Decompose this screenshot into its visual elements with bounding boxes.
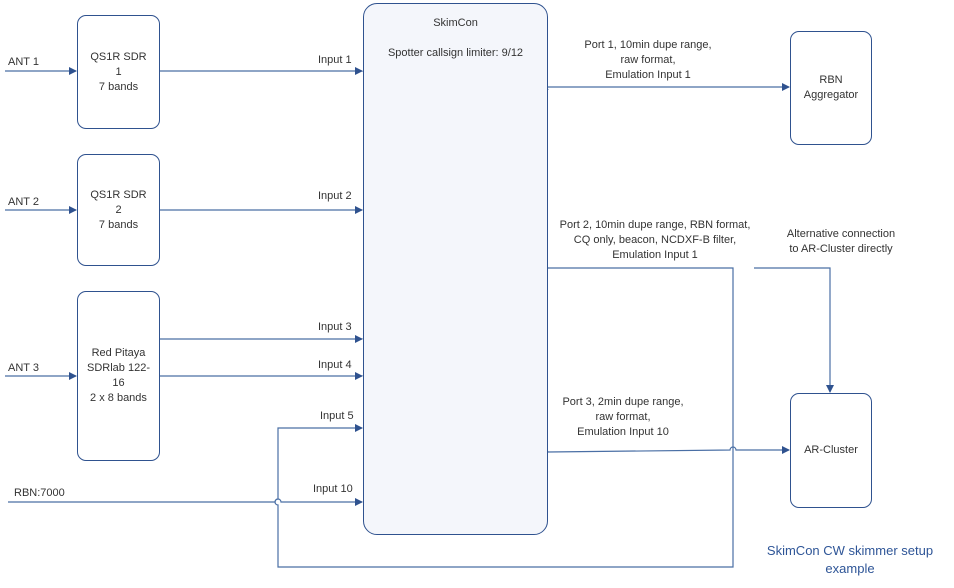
ant2-label: ANT 2 — [8, 196, 39, 208]
sdr2-line2: 2 — [115, 203, 122, 216]
port1-line3: Emulation Input 1 — [605, 69, 691, 81]
sdr1-line2: 1 — [115, 65, 122, 78]
ar-line1: AR-Cluster — [804, 444, 858, 456]
port2-line3: Emulation Input 1 — [612, 249, 698, 261]
skimcon-title: SkimCon — [433, 17, 478, 29]
sdr2-line1: QS1R SDR — [90, 188, 147, 201]
input5-label: Input 5 — [320, 410, 354, 422]
input4-label: Input 4 — [318, 359, 352, 371]
port1-label: Port 1, 10min dupe range, raw format, Em… — [548, 38, 748, 83]
alternative-line2: to AR-Cluster directly — [789, 243, 893, 255]
port2-line2: CQ only, beacon, NCDXF-B filter, — [573, 234, 737, 246]
ar-cluster-box: AR-Cluster — [790, 393, 872, 508]
port2-loop-to-input5 — [274, 267, 734, 568]
port3-line1: Port 3, 2min dupe range, — [562, 396, 684, 408]
sdr-box-2: QS1R SDR 2 7 bands — [77, 154, 160, 266]
sdr1-line3: 7 bands — [98, 80, 139, 93]
port3-to-ar — [547, 446, 790, 454]
ant3-label: ANT 3 — [8, 362, 39, 374]
alternative-line1: Alternative connection — [786, 228, 896, 240]
port3-line2: raw format, — [595, 411, 651, 423]
input10-label: Input 10 — [313, 483, 353, 495]
skimcon-limiter: Spotter callsign limiter: 9/12 — [387, 47, 524, 59]
port3-label: Port 3, 2min dupe range, raw format, Emu… — [538, 395, 708, 440]
caption-line2: example — [825, 561, 875, 576]
input1-label: Input 1 — [318, 54, 352, 66]
sdr3-line3: 16 — [112, 377, 125, 389]
sdr3-line2: SDRlab 122- — [87, 362, 150, 374]
ant1-label: ANT 1 — [8, 56, 39, 68]
rbn-line1: RBN — [819, 74, 843, 86]
skimcon-box — [363, 3, 548, 535]
port2-label: Port 2, 10min dupe range, RBN format, CQ… — [550, 218, 760, 263]
sdr-box-1: QS1R SDR 1 7 bands — [77, 15, 160, 129]
sdr2-line3: 7 bands — [98, 218, 139, 231]
sdr-box-3: Red Pitaya SDRlab 122- 16 2 x 8 bands — [77, 291, 160, 461]
sdr1-line1: QS1R SDR — [90, 50, 147, 63]
input3-label: Input 3 — [318, 321, 352, 333]
rbn-input-label: RBN:7000 — [14, 487, 65, 499]
rbn-aggregator-box: RBN Aggregator — [790, 31, 872, 145]
caption-line1: SkimCon CW skimmer setup — [766, 543, 934, 558]
alternative-connection — [754, 267, 834, 393]
port1-line2: raw format, — [620, 54, 676, 66]
rbn-line2: Aggregator — [803, 89, 859, 101]
port1-line1: Port 1, 10min dupe range, — [584, 39, 712, 51]
port2-line1: Port 2, 10min dupe range, RBN format, — [559, 219, 751, 231]
input2-label: Input 2 — [318, 190, 352, 202]
sdr3-line1: Red Pitaya — [91, 347, 146, 359]
diagram-caption: SkimCon CW skimmer setup example — [745, 542, 954, 578]
sdr3-line4: 2 x 8 bands — [90, 392, 147, 404]
alternative-label: Alternative connection to AR-Cluster dir… — [776, 227, 906, 257]
port3-line3: Emulation Input 10 — [577, 426, 669, 438]
